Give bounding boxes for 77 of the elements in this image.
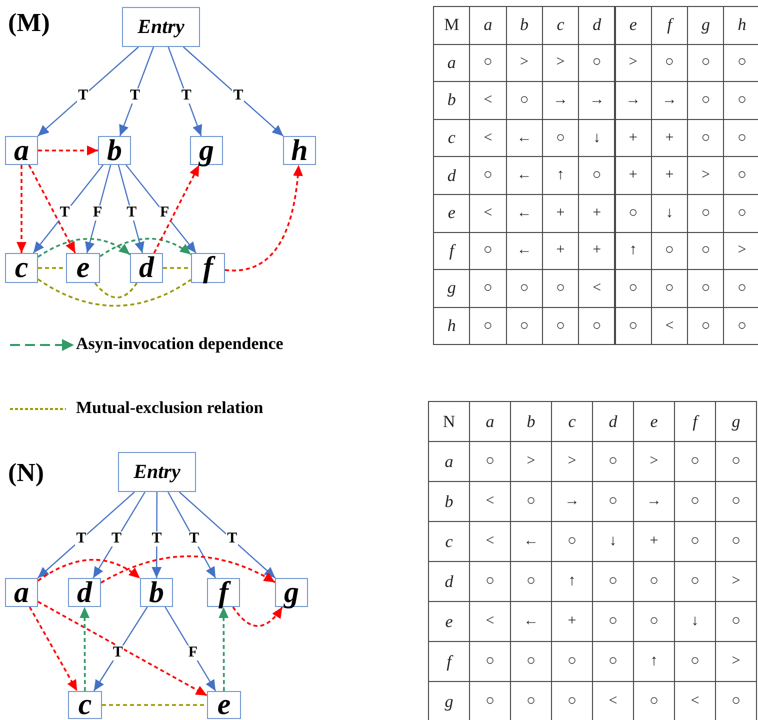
arrow	[16, 165, 26, 253]
arrow	[37, 492, 135, 578]
arrow	[85, 164, 112, 254]
edge-label: T	[75, 532, 88, 547]
arrow	[28, 606, 78, 692]
arrow	[168, 46, 202, 136]
process-box: c	[5, 253, 38, 283]
arrow	[153, 164, 200, 254]
process-box: c	[68, 691, 102, 719]
process-box: g	[190, 136, 223, 165]
arrow	[232, 606, 283, 627]
legend-label: Mutual-exclusion relation	[76, 398, 264, 418]
process-box: Entry	[118, 452, 196, 492]
edge-label: F	[158, 206, 170, 221]
process-box: f	[191, 253, 225, 283]
edge-label: T	[180, 88, 192, 104]
arrow	[126, 164, 197, 254]
process-box: h	[283, 136, 316, 165]
table-header-cell: N	[428, 401, 470, 442]
arrow	[37, 46, 139, 136]
arrow	[38, 146, 98, 156]
table-cell: ○	[578, 306, 616, 346]
arrow	[224, 164, 303, 272]
arrow	[32, 164, 104, 254]
connector-line	[102, 704, 207, 706]
arrow	[38, 558, 141, 582]
arrow	[118, 164, 144, 254]
process-box: d	[68, 578, 101, 607]
edge-label: T	[226, 532, 238, 547]
process-box: b	[140, 578, 173, 607]
arrow	[183, 46, 284, 136]
panel-label: (N)	[8, 458, 44, 488]
connector-line	[38, 267, 66, 269]
process-box: a	[5, 136, 38, 165]
process-box: Entry	[122, 7, 200, 47]
arrow	[93, 606, 148, 692]
process-box: e	[66, 253, 100, 283]
edge-label: T	[58, 206, 71, 221]
edge-label: T	[126, 206, 138, 221]
arrow	[92, 492, 146, 578]
edge-label: T	[112, 646, 124, 661]
arrow	[178, 492, 276, 578]
process-box: g	[275, 578, 308, 607]
arrow	[218, 607, 229, 691]
edge-label: F	[187, 646, 198, 661]
arrow	[100, 555, 276, 584]
edge-label: T	[232, 88, 244, 104]
process-box: d	[130, 253, 163, 283]
table-header-cell: e	[614, 6, 652, 45]
edge-label: T	[110, 532, 122, 547]
process-box: f	[207, 578, 240, 607]
arrow	[38, 238, 131, 258]
arrow	[28, 164, 76, 254]
arrow	[119, 46, 154, 136]
edge-label: T	[129, 88, 142, 104]
edge-label: T	[188, 532, 200, 547]
arrow	[80, 607, 90, 691]
edge-label: T	[150, 532, 163, 547]
process-box: e	[207, 691, 241, 719]
panel-label: (M)	[8, 8, 50, 38]
table-header-cell: d	[578, 6, 616, 45]
edge-label: F	[92, 206, 104, 221]
legend-label: Asyn-invocation dependence	[76, 334, 284, 354]
table-header-cell: M	[433, 6, 470, 45]
process-box: a	[5, 578, 38, 607]
process-box: b	[98, 136, 131, 165]
table-header-cell: h	[433, 306, 470, 346]
arrow	[38, 600, 208, 696]
connector-line	[163, 267, 191, 269]
arrow	[164, 606, 216, 692]
connector-line	[38, 278, 192, 307]
table-header-cell: g	[715, 401, 757, 442]
connector-line	[94, 282, 138, 298]
edge-label: T	[77, 88, 90, 104]
arrow	[100, 238, 192, 258]
table-cell: ○	[614, 306, 652, 346]
arrow	[168, 492, 216, 578]
